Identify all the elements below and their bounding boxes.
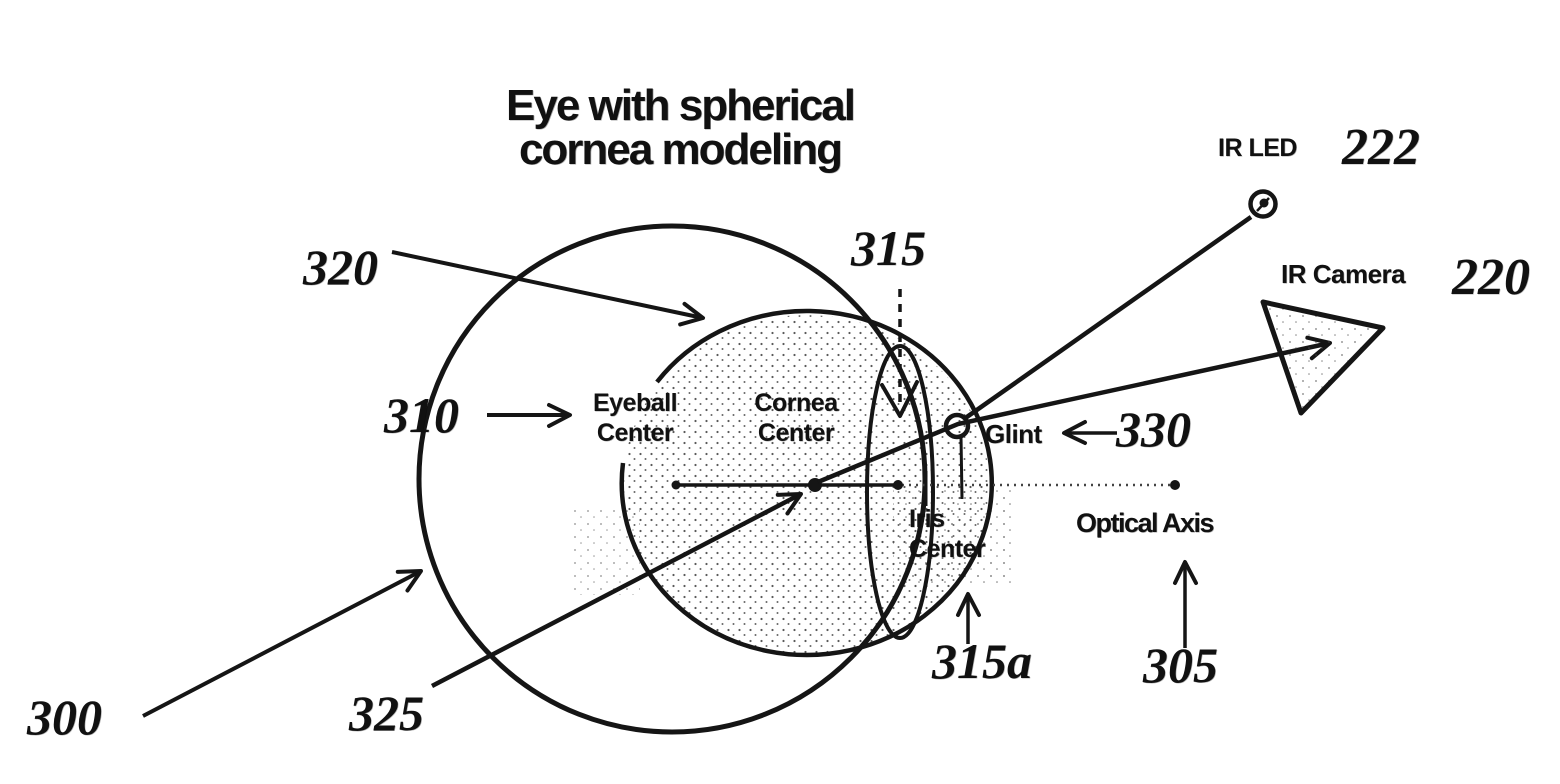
cornea-center-label: Cornea Center	[744, 389, 848, 448]
figure-title-line2: cornea modeling	[518, 125, 843, 174]
stipple-patch-iris-center	[893, 488, 1013, 588]
led-to-glint-ray	[962, 215, 1253, 421]
ref-315-arrowhead	[880, 380, 919, 418]
glint-to-camera-ray	[817, 335, 1332, 485]
eyeball-center-line2: Center	[596, 418, 674, 447]
iris-ellipse	[865, 344, 935, 640]
ref-315a: 315a	[932, 633, 1032, 689]
eyeball-center-label: Eyeball Center	[576, 389, 694, 448]
axis-end-dot	[1170, 480, 1180, 490]
figure-title-line1: Eye with spherical	[506, 81, 856, 130]
ref-222: 222	[1342, 119, 1420, 176]
ir-led-icon	[1248, 189, 1278, 219]
figure-title: Eye with spherical cornea modeling	[440, 84, 920, 172]
cornea-center-line2: Center	[757, 418, 835, 447]
ir-camera-label: IR Camera	[1281, 259, 1406, 289]
glint-icon	[943, 412, 971, 440]
ref-220: 220	[1452, 249, 1530, 306]
ir-led-label: IR LED	[1218, 134, 1297, 162]
ref-325: 325	[349, 685, 424, 741]
cornea-center-line1: Cornea	[754, 389, 838, 417]
ref-300: 300	[27, 689, 102, 745]
eyeball-center-dot	[671, 480, 681, 490]
ref-300-leader-line	[142, 569, 423, 718]
ref-320-leader-line	[391, 250, 705, 327]
ref-305: 305	[1143, 637, 1218, 693]
cornea-sphere-circle	[619, 308, 994, 658]
ref-315: 315	[851, 220, 926, 276]
ref-320: 320	[303, 239, 378, 295]
optical-axis-label: Optical Axis	[1076, 508, 1215, 538]
glint-label: Glint	[985, 419, 1042, 449]
eyeball-center-line1: Eyeball	[592, 389, 678, 417]
iris-center-line1: Iris	[909, 505, 945, 533]
ref-310: 310	[384, 387, 459, 443]
ref-325-leader-line	[430, 492, 803, 688]
iris-center-line2: Center	[909, 534, 986, 563]
glint-plane-tick	[959, 436, 964, 500]
ref-330: 330	[1116, 401, 1191, 457]
iris-center-label: Iris Center	[909, 505, 986, 564]
ir-camera-icon	[1260, 299, 1386, 416]
iris-center-dot	[893, 480, 903, 490]
